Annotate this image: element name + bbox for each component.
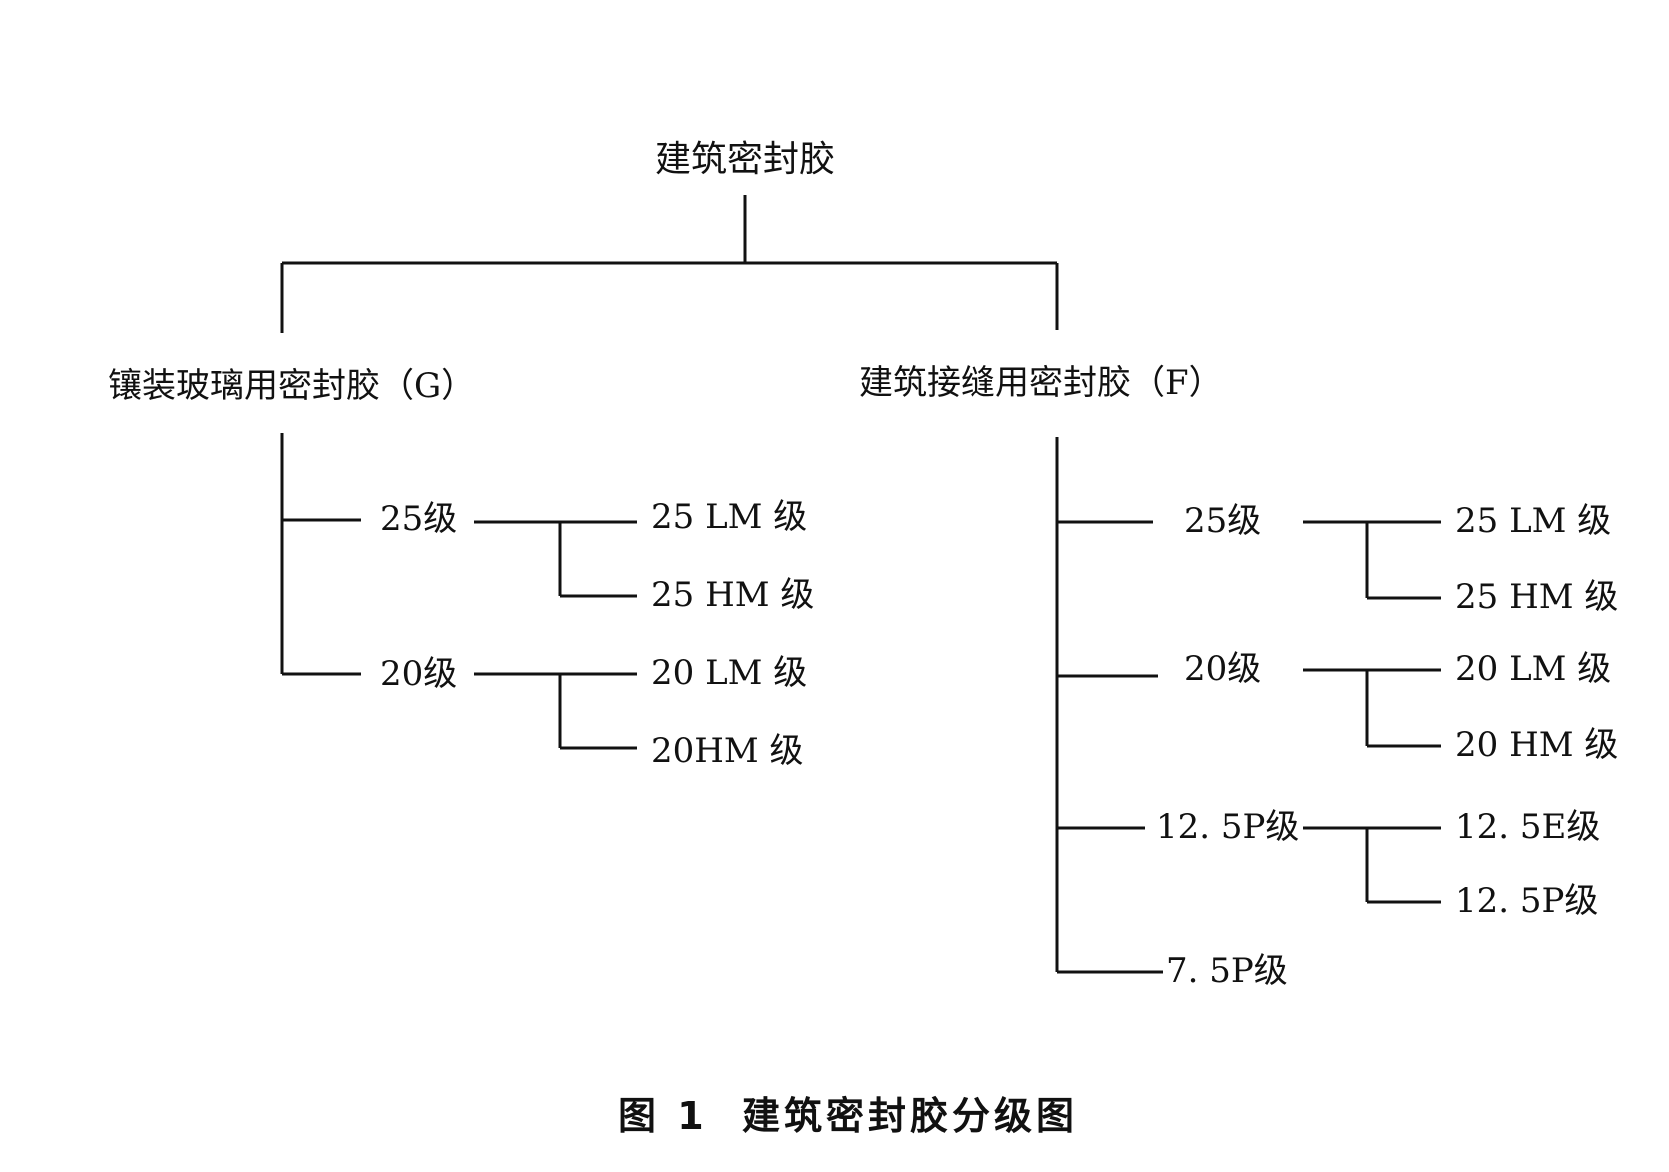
figure-title: 建筑密封胶分级图 [742,1094,1078,1138]
root-connectors [280,195,1059,333]
root-node: 建筑密封胶 [655,139,835,180]
group-f-connectors [1055,437,1441,974]
subgrade-node: 25 LM 级 [651,497,807,537]
subgrade-node: 25 HM 级 [651,575,814,615]
group-g-connectors [280,433,637,750]
subgrade-node: 20 LM 级 [1455,649,1611,689]
figure-number: 图 1 [618,1094,708,1138]
grade-node: 20级 [1184,649,1261,689]
subgrade-node: 25 LM 级 [1455,501,1611,541]
grade-node: 20级 [380,654,457,694]
group-g-label: 镶装玻璃用密封胶（G） [108,366,475,406]
subgrade-node: 12. 5E级 [1455,807,1600,847]
grade-node: 12. 5P级 [1156,807,1299,847]
subgrade-node: 20HM 级 [651,731,804,771]
subgrade-node: 12. 5P级 [1455,881,1598,921]
subgrade-node: 20 LM 级 [651,653,807,693]
group-f-label: 建筑接缝用密封胶（F） [859,363,1223,403]
grade-node: 25级 [380,499,457,539]
grade-node: 7. 5P级 [1166,951,1288,991]
subgrade-node: 20 HM 级 [1455,725,1618,765]
grade-node: 25级 [1184,501,1261,541]
subgrade-node: 25 HM 级 [1455,577,1618,617]
